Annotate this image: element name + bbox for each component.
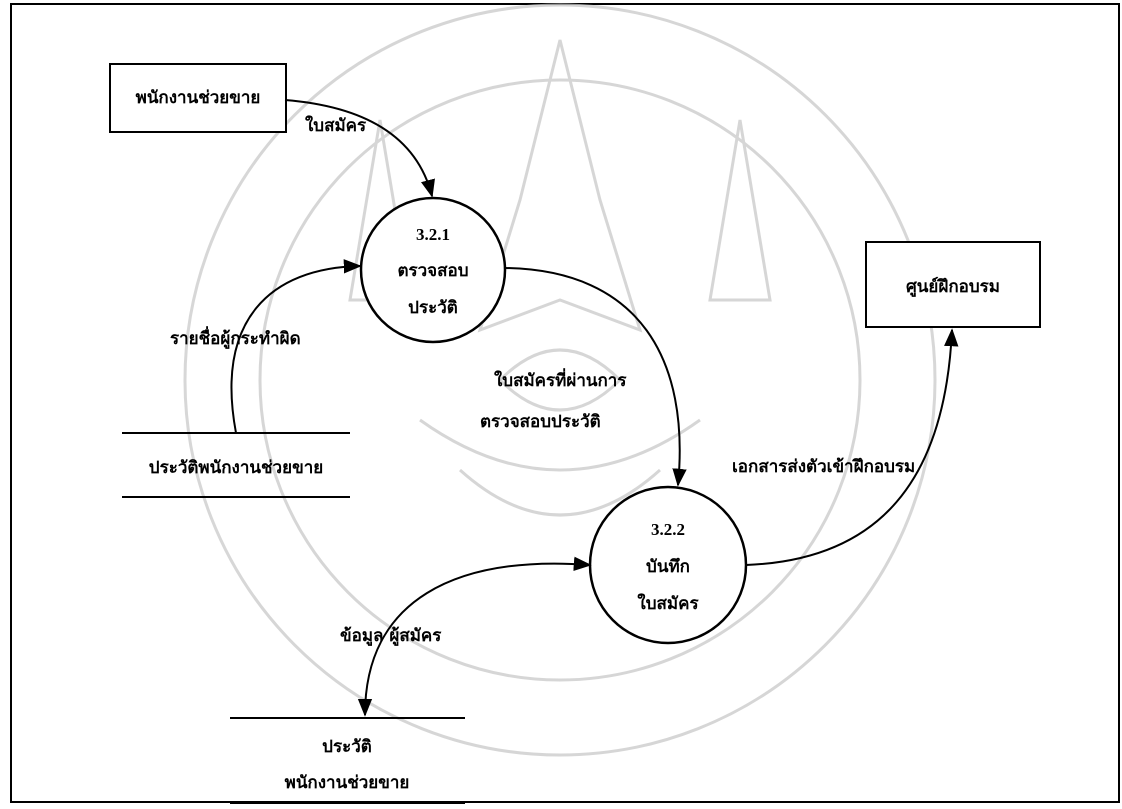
process-3-2-2: 3.2.2 บันทึก ใบสมัคร <box>588 485 748 645</box>
datastore-staff-history-2-line1: ประวัติ <box>322 737 372 757</box>
flow-application-form: ใบสมัคร <box>284 99 435 198</box>
flow-training-referral: เอกสารส่งตัวเข้าฝึกอบรม <box>732 328 959 566</box>
process-3-2-2-line1: บันทึก <box>646 557 690 577</box>
process-3-2-1: 3.2.1 ตรวจสอบ ประวัติ <box>359 196 507 344</box>
flow-application-form-label: ใบสมัคร <box>305 115 367 136</box>
process-3-2-1-line2: ประวัติ <box>408 298 458 318</box>
flow-offender-list: รายชื่อผู้กระทำผิด <box>170 259 362 434</box>
flow-offender-list-label: รายชื่อผู้กระทำผิด <box>170 326 301 350</box>
datastore-staff-history-1-label: ประวัติพนักงานช่วยขาย <box>149 458 323 478</box>
entity-training-center: ศูนย์ฝึกอบรม <box>865 241 1041 328</box>
flow-applicant-data-label: ข้อมูล ผู้สมัคร <box>340 626 442 647</box>
flow-checked-application: ใบสมัครที่ผ่านการ ตรวจสอบประวัติ <box>480 267 687 487</box>
flow-applicant-data: ข้อมูล ผู้สมัคร <box>340 556 592 717</box>
flow-checked-application-line2: ตรวจสอบประวัติ <box>480 412 601 432</box>
process-3-2-2-line2: ใบสมัคร <box>637 593 699 614</box>
entity-training-center-label: ศูนย์ฝึกอบรม <box>906 276 1000 298</box>
flow-training-referral-label: เอกสารส่งตัวเข้าฝึกอบรม <box>732 457 915 477</box>
datastore-staff-history-2: ประวัติ พนักงานช่วยขาย <box>230 717 465 804</box>
process-3-2-2-number: 3.2.2 <box>651 520 685 539</box>
entity-sales-staff: พนักงานช่วยขาย <box>109 63 287 133</box>
process-3-2-1-line1: ตรวจสอบ <box>397 261 468 281</box>
entity-sales-staff-label: พนักงานช่วยขาย <box>136 88 261 108</box>
process-3-2-1-number: 3.2.1 <box>416 225 450 244</box>
datastore-staff-history-2-line2: พนักงานช่วยขาย <box>285 773 410 793</box>
datastore-staff-history-1: ประวัติพนักงานช่วยขาย <box>122 432 350 498</box>
flow-checked-application-line1: ใบสมัครที่ผ่านการ <box>494 368 627 391</box>
